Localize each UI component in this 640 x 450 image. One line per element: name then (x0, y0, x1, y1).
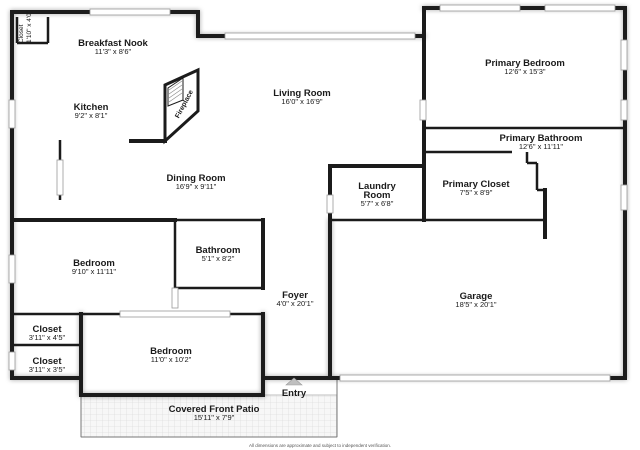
foyer-label: Foyer (282, 290, 308, 301)
kitchen-dim: 9'2" x 8'1" (75, 111, 108, 120)
primary-bedroom-dim: 12'6" x 15'3" (504, 67, 545, 76)
closet-2-dim: 3'11" x 3'5" (29, 365, 66, 374)
primary-bedroom-label: Primary Bedroom (485, 58, 565, 69)
dining-room-dim: 16'9" x 9'11" (176, 182, 217, 191)
covered-front-patio-area (80, 394, 338, 438)
dining-room-label: Dining Room (166, 173, 225, 184)
closet-nook-dim: 1'10" x 4'0" (26, 10, 33, 43)
bathroom-dim: 5'1" x 8'2" (202, 254, 235, 263)
living-room-label: Living Room (273, 88, 331, 99)
interior-walls (10, 6, 625, 347)
garage-label: Garage (460, 291, 493, 302)
primary-bathroom-label: Primary Bathroom (500, 133, 583, 144)
primary-bathroom-dim: 12'6" x 11'11" (519, 142, 564, 151)
entry-arrow-icon (285, 377, 303, 386)
laundry-room-label-line2: Room (364, 190, 391, 201)
closet-1-dim: 3'11" x 4'5" (29, 333, 66, 342)
closet-2-label: Closet (32, 356, 62, 367)
bedroom-1-label: Bedroom (73, 258, 115, 269)
closet-nook-label: Closet (18, 24, 25, 43)
primary-closet-label: Primary Closet (442, 179, 510, 190)
windows (8, 4, 628, 382)
primary-closet-dim: 7'5" x 8'9" (460, 188, 493, 197)
living-room-dim: 16'0" x 16'9" (281, 97, 322, 106)
bedroom-1-dim: 9'10" x 11'11" (72, 267, 117, 276)
kitchen-label: Kitchen (74, 102, 109, 113)
closet-1-label: Closet (32, 324, 62, 335)
disclaimer-text: All dimensions are approximate and subje… (249, 443, 391, 448)
bathroom-label: Bathroom (196, 245, 241, 256)
foyer-dim: 4'0" x 20'1" (277, 299, 314, 308)
bedroom-2-label: Bedroom (150, 346, 192, 357)
entry-label: Entry (282, 388, 307, 399)
laundry-room-dim: 5'7" x 6'8" (361, 199, 394, 208)
covered-front-patio-dim: 15'11" x 7'9" (194, 413, 235, 422)
bedroom-2-dim: 11'0" x 10'2" (151, 355, 192, 364)
garage-dim: 18'5" x 20'1" (455, 300, 496, 309)
covered-front-patio-label: Covered Front Patio (169, 404, 260, 415)
breakfast-nook-dim: 11'3" x 8'6" (95, 47, 132, 56)
fireplace (163, 67, 200, 145)
breakfast-nook-label: Breakfast Nook (78, 38, 148, 49)
laundry-room-label-line1: Laundry (358, 181, 396, 192)
